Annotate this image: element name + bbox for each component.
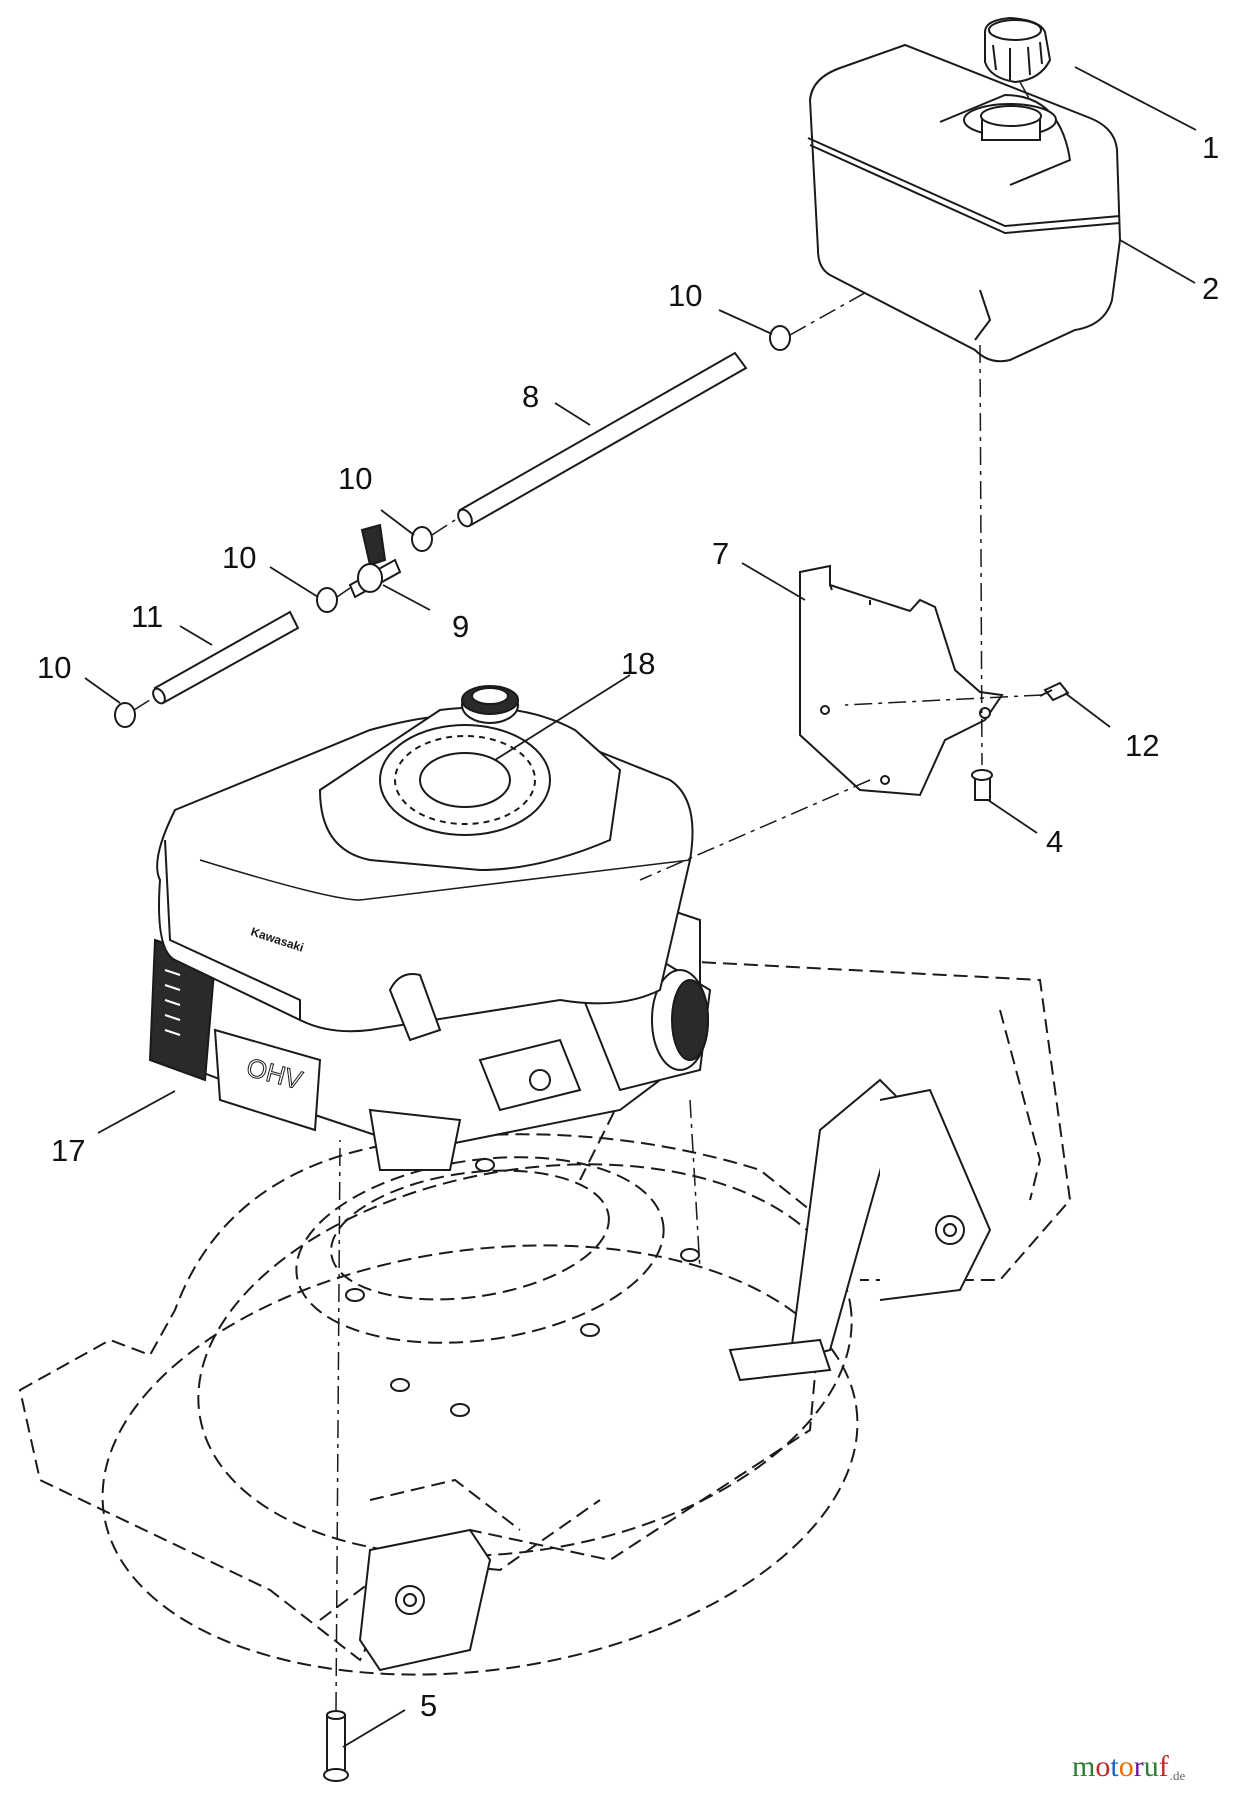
fasteners (324, 683, 1068, 1781)
fuel-tank (808, 45, 1120, 361)
alignment-lines (134, 82, 1042, 1710)
callout-7: 7 (712, 536, 730, 571)
fuel-line-11 (151, 612, 298, 705)
watermark-logo: motoruf.de (1072, 1750, 1185, 1784)
fuel-shutoff-valve (350, 525, 400, 597)
callout-9: 9 (452, 609, 470, 644)
wm-letter-o1: o (1095, 1750, 1111, 1783)
callout-2: 2 (1202, 271, 1220, 306)
callout-1: 1 (1202, 130, 1220, 165)
handle-bracket (730, 1080, 990, 1380)
fuel-cap (985, 18, 1050, 82)
wm-letter-f: f (1158, 1750, 1169, 1783)
callout-10b: 10 (338, 461, 373, 496)
callout-5: 5 (420, 1688, 438, 1723)
callout-leaders (85, 67, 1196, 1747)
callout-10d: 10 (37, 650, 72, 685)
wm-letter-u: u (1143, 1750, 1159, 1783)
wm-letter-o2: o (1118, 1750, 1134, 1783)
callout-10a: 10 (668, 278, 703, 313)
wm-suffix: .de (1169, 1768, 1186, 1783)
tank-bracket (800, 566, 1002, 795)
deck-mount-holes (346, 1159, 699, 1416)
callout-11: 11 (131, 599, 164, 634)
callout-8: 8 (522, 379, 540, 414)
callout-17: 17 (51, 1133, 86, 1168)
engine-assembly (150, 686, 710, 1170)
wm-letter-t: t (1110, 1750, 1119, 1783)
callout-18: 18 (621, 646, 656, 681)
front-bracket (360, 1530, 490, 1670)
callout-10c: 10 (222, 540, 257, 575)
fuel-line-8 (455, 353, 746, 529)
hose-clamps (115, 326, 790, 727)
callout-12: 12 (1125, 728, 1160, 763)
wm-letter-m: m (1072, 1750, 1096, 1783)
wm-letter-r: r (1133, 1750, 1144, 1783)
callout-4: 4 (1046, 824, 1064, 859)
